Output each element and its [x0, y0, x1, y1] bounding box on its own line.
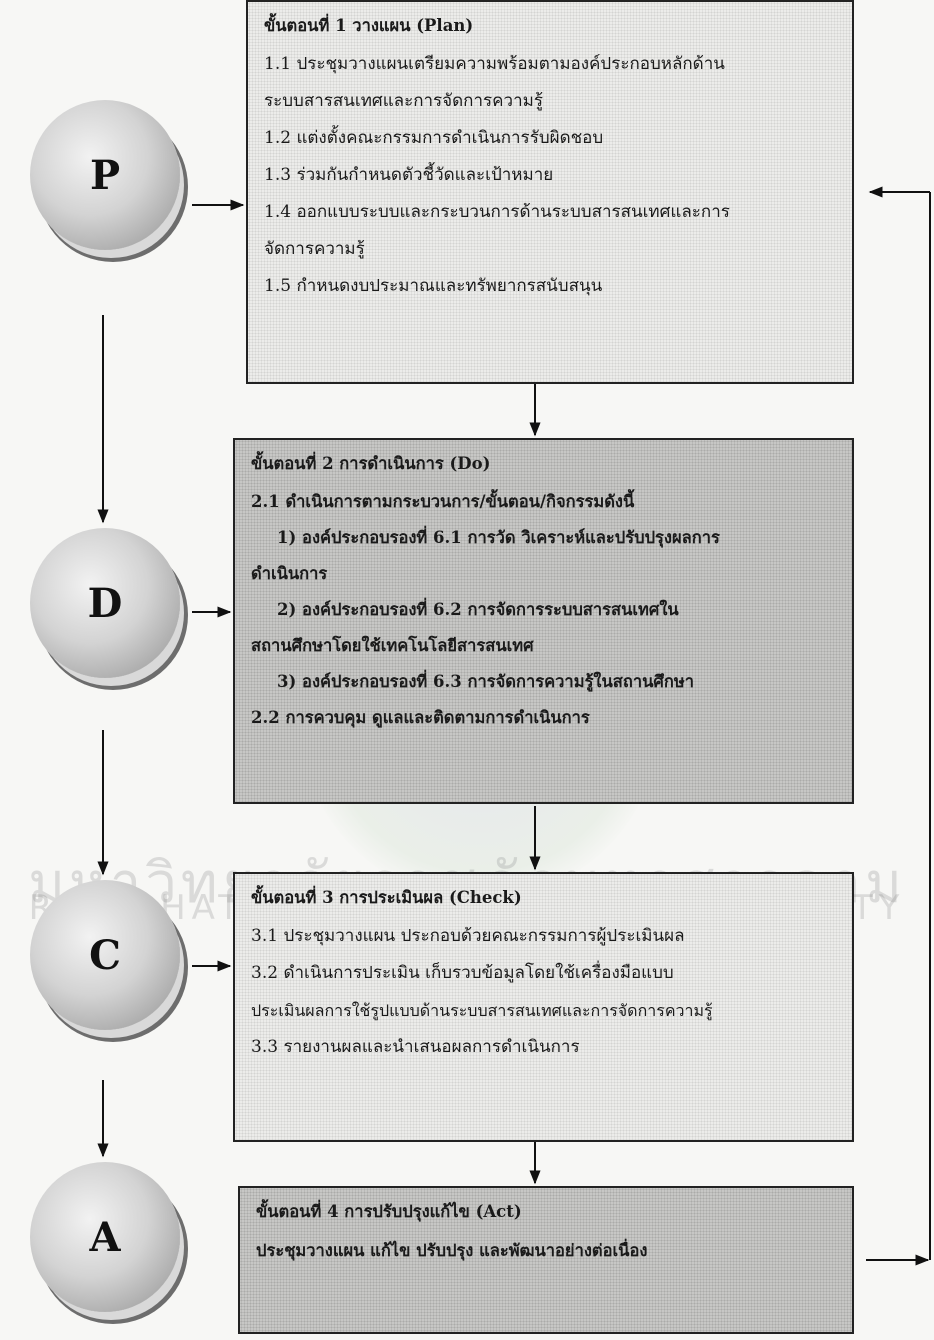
- step-do-item: 2.1 ดำเนินการตามกระบวนการ/ขั้นตอน/กิจกรร…: [251, 492, 635, 511]
- step-check-item: 3.2 ดำเนินการประเมิน เก็บรวบข้อมูลโดยใช้…: [251, 963, 674, 983]
- step-plan-title: ขั้นตอนที่ 1 วางแผน (Plan): [264, 16, 474, 35]
- step-do-box: ขั้นตอนที่ 2 การดำเนินการ (Do) 2.1 ดำเนิ…: [233, 438, 854, 804]
- step-check-item: 3.3 รายงานผลและนำเสนอผลการดำเนินการ: [251, 1037, 580, 1057]
- step-check-title: ขั้นตอนที่ 3 การประเมินผล (Check): [251, 888, 522, 907]
- step-plan-item: ระบบสารสนเทศและการจัดการความรู้: [264, 91, 543, 111]
- circle-c-label: C: [89, 931, 121, 979]
- circle-a: A: [30, 1162, 180, 1312]
- circle-c: C: [30, 880, 180, 1030]
- step-check-item: 3.1 ประชุมวางแผน ประกอบด้วยคณะกรรมการผู้…: [251, 926, 685, 946]
- circle-p: P: [30, 100, 180, 250]
- circle-d-label: D: [87, 579, 123, 627]
- step-act-title: ขั้นตอนที่ 4 การปรับปรุงแก้ไข (Act): [256, 1202, 522, 1221]
- step-do-item: 1) องค์ประกอบรองที่ 6.1 การวัด วิเคราะห์…: [277, 528, 720, 547]
- step-do-item: 2) องค์ประกอบรองที่ 6.2 การจัดการระบบสาร…: [277, 600, 679, 619]
- circle-d: D: [30, 528, 180, 678]
- step-plan-item: 1.5 กำหนดงบประมาณและทรัพยากรสนับสนุน: [264, 276, 603, 296]
- step-do-item: 2.2 การควบคุม ดูแลและติดตามการดำเนินการ: [251, 708, 590, 727]
- step-plan-item: 1.1 ประชุมวางแผนเตรียมความพร้อมตามองค์ปร…: [264, 54, 725, 74]
- step-plan-item: 1.2 แต่งตั้งคณะกรรมการดำเนินการรับผิดชอบ: [264, 128, 604, 148]
- step-do-title: ขั้นตอนที่ 2 การดำเนินการ (Do): [251, 454, 491, 473]
- step-act-item: ประชุมวางแผน แก้ไข ปรับปรุง และพัฒนาอย่า…: [256, 1241, 648, 1260]
- step-check-box: ขั้นตอนที่ 3 การประเมินผล (Check) 3.1 ปร…: [233, 872, 854, 1142]
- step-do-item: ดำเนินการ: [251, 564, 328, 583]
- step-plan-item: 1.3 ร่วมกันกำหนดตัวชี้วัดและเป้าหมาย: [264, 165, 554, 185]
- circle-p-label: P: [89, 151, 121, 199]
- step-check-item: ประเมินผลการใช้รูปแบบด้านระบบสารสนเทศและ…: [251, 1001, 713, 1020]
- step-plan-item: จัดการความรู้: [264, 239, 365, 259]
- step-plan-item: 1.4 ออกแบบระบบและกระบวนการด้านระบบสารสนเ…: [264, 202, 730, 222]
- step-do-item: 3) องค์ประกอบรองที่ 6.3 การจัดการความรู้…: [277, 672, 694, 691]
- step-plan-box: ขั้นตอนที่ 1 วางแผน (Plan) 1.1 ประชุมวาง…: [246, 0, 854, 384]
- step-do-item: สถานศึกษาโดยใช้เทคโนโลยีสารสนเทศ: [251, 636, 534, 655]
- circle-a-label: A: [89, 1213, 121, 1261]
- step-act-box: ขั้นตอนที่ 4 การปรับปรุงแก้ไข (Act) ประช…: [238, 1186, 854, 1334]
